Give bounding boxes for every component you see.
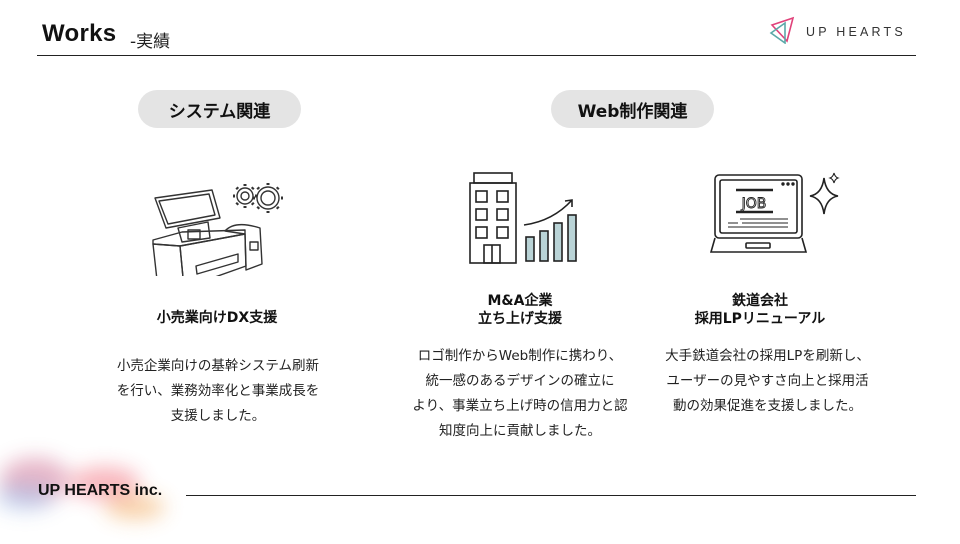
page-subtitle: -実績 [130, 32, 171, 52]
category-label: システム関連 [168, 101, 271, 122]
category-web: Web制作関連 [551, 90, 714, 128]
footer-divider [186, 495, 916, 496]
work-description-text: 大手鉄道会社の採用LPを刷新し、 ユーザーの見やすさ向上と採用活 動の効果促進を… [665, 348, 870, 414]
laptop-job-sparkle-icon: JOB [709, 170, 845, 264]
work-description-text: ロゴ制作からWeb制作に携わり、 統一感のあるデザインの確立に より、事業立ち上… [412, 348, 628, 439]
header-divider [37, 55, 916, 56]
page-title: Works [42, 20, 117, 47]
category-label: Web制作関連 [577, 101, 688, 122]
category-system: システム関連 [138, 90, 301, 128]
work-title: M&A企業 立ち上げ支援 [410, 292, 630, 328]
footer-company-name: UP HEARTS inc. [38, 482, 163, 499]
work-description: ロゴ制作からWeb制作に携わり、 統一感のあるデザインの確立に より、事業立ち上… [388, 344, 652, 444]
work-description: 大手鉄道会社の採用LPを刷新し、 ユーザーの見やすさ向上と採用活 動の効果促進を… [645, 344, 890, 419]
building-growth-chart-icon [468, 171, 580, 269]
work-description-text: 小売企業向けの基幹システム刷新 を行い、業務効率化と事業成長を 支援しました。 [116, 358, 320, 424]
brand-name: UP HEARTS [806, 25, 906, 39]
work-title-line: 鉄道会社 [732, 293, 788, 309]
work-title-line: 採用LPリニューアル [694, 311, 826, 327]
brand-logo: UP HEARTS [768, 16, 906, 48]
work-title-text: 小売業向けDX支援 [156, 310, 278, 326]
svg-text:JOB: JOB [741, 196, 767, 212]
work-description: 小売企業向けの基幹システム刷新 を行い、業務効率化と事業成長を 支援しました。 [98, 354, 338, 429]
triangle-logo-icon [768, 16, 796, 48]
pos-register-gears-icon [150, 176, 290, 289]
work-title-line: M&A企業 [487, 293, 553, 309]
work-title: 鉄道会社 採用LPリニューアル [650, 292, 870, 328]
work-title: 小売業向けDX支援 [107, 309, 327, 327]
work-title-line: 立ち上げ支援 [478, 311, 562, 327]
decorative-gradient-blob [0, 445, 190, 540]
